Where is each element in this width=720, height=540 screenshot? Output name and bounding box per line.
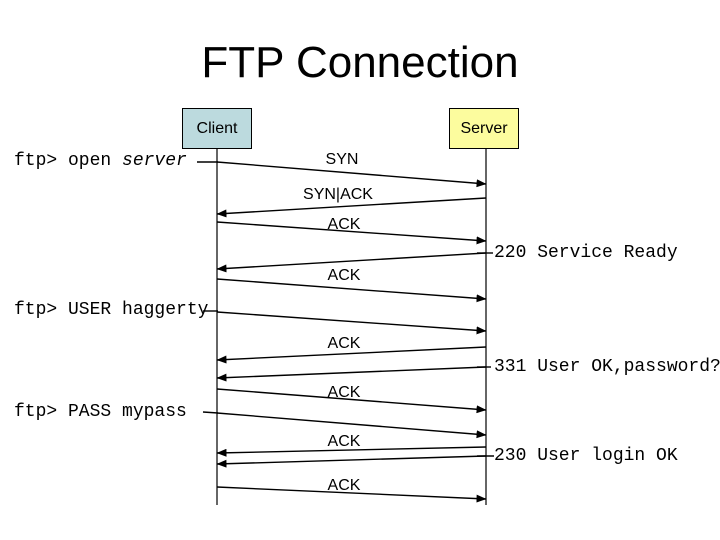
server-box: Server <box>449 108 519 149</box>
arrow-response-220 <box>216 252 487 273</box>
server-label: Server <box>460 119 508 137</box>
response-220: 220 Service Ready <box>494 243 678 263</box>
arrow-response-230 <box>216 455 487 468</box>
arrow-user-command <box>216 311 487 335</box>
arrow-syn <box>216 161 487 188</box>
arrow-pass-command <box>216 412 487 439</box>
response-230: 230 User login OK <box>494 446 678 466</box>
arrow-ack-2 <box>216 278 487 303</box>
arrow-ack-4 <box>216 388 487 414</box>
message-label-ack-6: ACK <box>327 477 361 494</box>
message-label-syn: SYN <box>325 151 359 168</box>
arrow-ack-3 <box>216 346 487 364</box>
arrow-response-331 <box>216 366 487 382</box>
message-label-ack-3: ACK <box>327 335 361 352</box>
arrow-synack <box>216 197 487 218</box>
command-pass: ftp> PASS mypass <box>14 402 187 422</box>
message-label-ack-1: ACK <box>327 216 361 233</box>
message-label-ack-5: ACK <box>327 433 361 450</box>
arrow-ack-1 <box>216 221 487 245</box>
command-open-server: ftp> open server <box>14 152 187 170</box>
page-title: FTP Connection <box>201 38 519 87</box>
command-open-server-text: ftp> open <box>14 151 123 171</box>
command-user: ftp> USER haggerty <box>14 300 209 320</box>
message-label-ack-4: ACK <box>327 384 361 401</box>
message-label-ack-2: ACK <box>327 267 361 284</box>
message-label-synack: SYN|ACK <box>303 186 373 203</box>
tick-pass-command <box>202 411 219 414</box>
client-label: Client <box>196 119 238 137</box>
arrow-ack-5 <box>216 446 487 457</box>
command-open-server-arg: server <box>122 151 187 171</box>
arrow-ack-6 <box>216 486 487 503</box>
client-box: Client <box>182 108 252 149</box>
response-331: 331 User OK,password? <box>494 357 720 377</box>
